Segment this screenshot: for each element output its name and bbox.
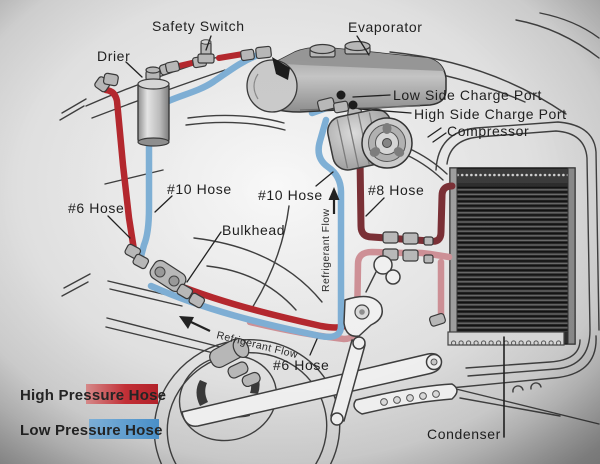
vignette-overlay — [0, 0, 600, 464]
ac-system-diagram: Drier Safety Switch Evaporator Low Side … — [0, 0, 600, 464]
diagram-canvas: Drier Safety Switch Evaporator Low Side … — [0, 0, 600, 464]
